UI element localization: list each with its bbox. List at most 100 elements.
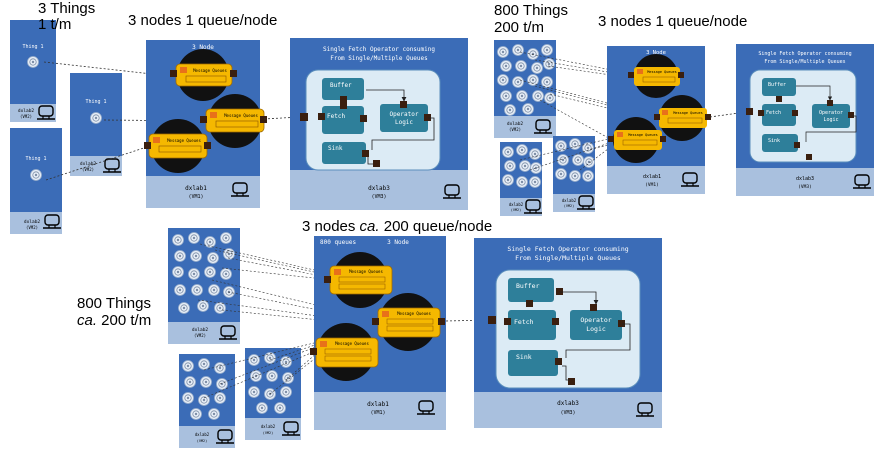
svg-text:Operator: Operator xyxy=(580,316,611,324)
vm3-operator-box-b: Single Fetch Operator consuming From Sin… xyxy=(474,238,662,428)
svg-text:(VM2): (VM2) xyxy=(82,167,94,172)
svg-text:dxlab2: dxlab2 xyxy=(562,198,577,203)
message-queue-tr-1: Message Queues xyxy=(628,54,684,98)
svg-text:dxlab2: dxlab2 xyxy=(24,219,41,225)
svg-text:Operator: Operator xyxy=(390,111,419,118)
svg-text:Fetch: Fetch xyxy=(766,110,781,116)
message-queue-2: Message Queues xyxy=(200,94,267,148)
svg-text:dxlab1: dxlab1 xyxy=(185,185,207,192)
message-queue-icon xyxy=(180,67,187,73)
svg-text:Single Fetch Operator consumin: Single Fetch Operator consuming xyxy=(758,51,851,57)
fetch-box xyxy=(322,106,364,134)
message-queue-b3: Message Queues xyxy=(310,323,379,381)
svg-text:Logic: Logic xyxy=(586,325,606,333)
thing-icon xyxy=(90,112,102,124)
svg-text:Logic: Logic xyxy=(823,117,838,123)
vm2-thing-box-3: Thing 1 dxlab2 (VM2) xyxy=(10,128,62,234)
svg-text:dxlab2: dxlab2 xyxy=(18,108,35,114)
svg-text:Operator: Operator xyxy=(819,110,843,116)
svg-text:dxlab3: dxlab3 xyxy=(796,176,814,182)
svg-text:Sink: Sink xyxy=(516,353,532,361)
svg-text:dxlab2: dxlab2 xyxy=(195,432,210,437)
vm3-operator-box-tr: Single Fetch Operator consuming From Sin… xyxy=(736,44,874,196)
node-header: 3 Node xyxy=(192,44,214,51)
svg-text:(VM2): (VM2) xyxy=(20,114,32,119)
svg-text:Buffer: Buffer xyxy=(330,82,352,89)
svg-text:Sink: Sink xyxy=(328,145,343,152)
thing-label: Thing 1 xyxy=(22,44,43,50)
svg-text:From Single/Multiple Queues: From Single/Multiple Queues xyxy=(764,59,845,65)
svg-text:From Single/Multiple Queues: From Single/Multiple Queues xyxy=(330,55,428,62)
svg-text:(VM1): (VM1) xyxy=(188,194,203,200)
thing-icon xyxy=(27,56,39,68)
message-queue-tr-2: Message Queues xyxy=(654,95,711,141)
vm2-thing-box-1: Thing 1 dxlab2 (VM2) xyxy=(10,20,56,122)
svg-text:dxlab2: dxlab2 xyxy=(507,121,524,127)
svg-text:Fetch: Fetch xyxy=(514,318,534,326)
queues-label: 800 queues xyxy=(320,239,357,246)
tl-rate-label: 1 t/m xyxy=(38,16,72,33)
svg-text:(VM1): (VM1) xyxy=(370,410,385,416)
svg-text:dxlab2: dxlab2 xyxy=(80,161,97,167)
message-queue-b1: Message Queues xyxy=(324,252,393,308)
svg-text:(VM3): (VM3) xyxy=(371,194,386,200)
svg-text:From Single/Multiple Queues: From Single/Multiple Queues xyxy=(515,254,621,262)
svg-text:Message Queues: Message Queues xyxy=(349,269,383,274)
vm2-thing-box-2: Thing 1 dxlab2 (VM2) xyxy=(70,73,122,176)
thing-icon xyxy=(30,169,42,181)
svg-text:Single Fetch Operator consumin: Single Fetch Operator consuming xyxy=(507,245,628,253)
node-header: 3 Node xyxy=(646,50,666,56)
message-queue-tr-3: Message Queues xyxy=(608,117,666,163)
svg-text:dxlab1: dxlab1 xyxy=(367,401,389,408)
svg-text:Message Queues: Message Queues xyxy=(193,68,227,73)
svg-text:(VM3): (VM3) xyxy=(798,184,812,190)
svg-text:Sink: Sink xyxy=(768,138,780,144)
buffer-box xyxy=(322,78,364,100)
b-rate-label: ca. 200 t/m xyxy=(77,312,152,329)
svg-text:Single Fetch Operator consumin: Single Fetch Operator consuming xyxy=(323,46,435,53)
svg-text:Message Queues: Message Queues xyxy=(628,133,658,137)
thing-label: Thing 1 xyxy=(85,99,106,105)
svg-text:Fetch: Fetch xyxy=(327,113,345,120)
node-header: 3 Node xyxy=(387,239,409,246)
tr-nodes-label: 3 nodes 1 queue/node xyxy=(598,13,748,30)
message-queue-icon xyxy=(210,112,217,118)
svg-text:Message Queues: Message Queues xyxy=(224,113,258,118)
operator-logic-box xyxy=(380,104,428,132)
tr-rate-label: 200 t/m xyxy=(494,19,545,36)
tr-things-label: 800 Things xyxy=(494,2,568,19)
svg-text:Message Queues: Message Queues xyxy=(647,70,677,74)
svg-text:dxlab2: dxlab2 xyxy=(509,202,524,207)
svg-text:(VM2): (VM2) xyxy=(511,208,522,212)
svg-text:(VM2): (VM2) xyxy=(194,333,206,338)
vm2-things-box-tr-3: dxlab2 (VM2) xyxy=(553,136,596,212)
svg-text:dxlab2: dxlab2 xyxy=(261,424,276,429)
queue-to-operator-link-b xyxy=(445,317,489,323)
vm2-things-box-tr-2: dxlab2 (VM2) xyxy=(500,142,543,216)
svg-text:dxlab1: dxlab1 xyxy=(643,174,661,180)
svg-text:Message Queues: Message Queues xyxy=(397,311,431,316)
svg-text:(VM2): (VM2) xyxy=(26,225,38,230)
svg-text:Message Queues: Message Queues xyxy=(335,341,369,346)
svg-text:(VM2): (VM2) xyxy=(197,439,208,443)
vm2-things-box-b1: dxlab2 (VM2) xyxy=(168,228,240,344)
thing-label: Thing 1 xyxy=(25,156,46,162)
tl-nodes-label: 3 nodes 1 queue/node xyxy=(128,12,278,29)
svg-text:Message Queues: Message Queues xyxy=(673,111,703,115)
message-queue-3: Message Queues xyxy=(144,119,211,173)
message-queue-icon xyxy=(153,137,160,143)
message-queue-1: Message Queues xyxy=(170,49,237,101)
b-nodes-label: 3 nodes ca. 200 queue/node xyxy=(302,218,493,235)
sink-box xyxy=(322,142,366,164)
svg-text:(VM2): (VM2) xyxy=(509,127,521,132)
svg-text:Buffer: Buffer xyxy=(768,82,786,88)
b-things-label: 800 Things xyxy=(77,295,151,312)
svg-text:Logic: Logic xyxy=(395,119,413,126)
svg-text:Buffer: Buffer xyxy=(516,282,540,290)
message-queue-b2: Message Queues xyxy=(372,293,445,351)
svg-text:(VM2): (VM2) xyxy=(564,204,575,208)
svg-text:(VM3): (VM3) xyxy=(560,410,575,416)
vm2-things-box-tr: dxlab2 (VM2) xyxy=(494,40,556,138)
svg-text:Message Queues: Message Queues xyxy=(167,138,201,143)
